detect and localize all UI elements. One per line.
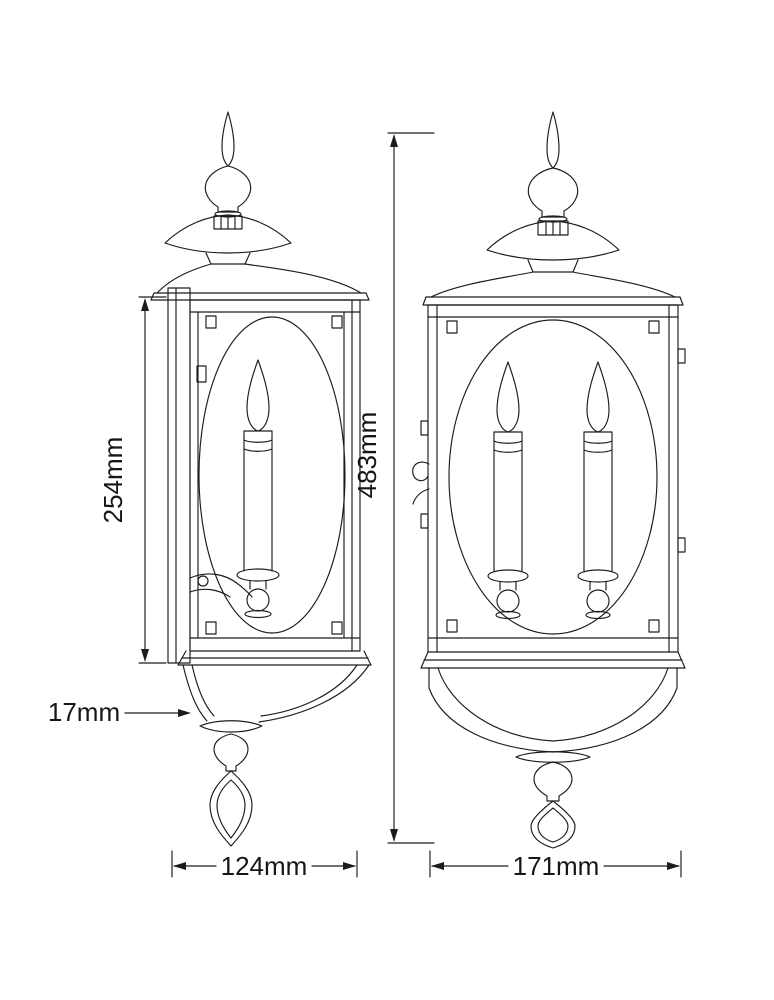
dim-bracket-depth: 17mm [48, 697, 191, 727]
side-glass-oval [198, 316, 346, 634]
front-top-finial [527, 111, 579, 236]
dim-side-height: 254mm [98, 296, 167, 664]
side-wall-plate [167, 287, 191, 664]
front-hinge-top [677, 348, 686, 364]
front-view [412, 111, 686, 849]
front-width-label: 171mm [513, 851, 600, 881]
side-bottom-finial [209, 733, 253, 847]
side-candle [189, 359, 280, 619]
dim-front-width: 171mm [429, 850, 682, 881]
side-width-label: 124mm [221, 851, 308, 881]
side-height-label: 254mm [98, 437, 128, 524]
front-lantern-body [412, 304, 686, 653]
side-view [150, 111, 372, 847]
bracket-depth-label: 17mm [48, 697, 120, 727]
side-latch [196, 365, 207, 383]
front-glass-oval [448, 319, 658, 635]
side-roof-cap [150, 214, 370, 301]
dim-side-width: 124mm [171, 850, 358, 881]
dim-overall-height: 483mm [352, 132, 435, 844]
side-lantern-body [189, 299, 361, 652]
side-bottom-skirt [177, 650, 372, 733]
front-latch-key [412, 461, 430, 482]
dimension-annotations: 254mm 17mm 124mm 483mm 171mm [48, 132, 682, 881]
front-hinge-bottom [677, 537, 686, 553]
overall-height-label: 483mm [352, 412, 382, 499]
side-candle-arm [189, 573, 253, 598]
side-top-finial [204, 111, 252, 230]
front-roof-cap [422, 220, 684, 306]
front-bottom-finial [530, 761, 576, 849]
front-candle-right [577, 361, 619, 620]
front-candle-left [487, 361, 529, 620]
front-bottom-skirt [420, 651, 686, 763]
